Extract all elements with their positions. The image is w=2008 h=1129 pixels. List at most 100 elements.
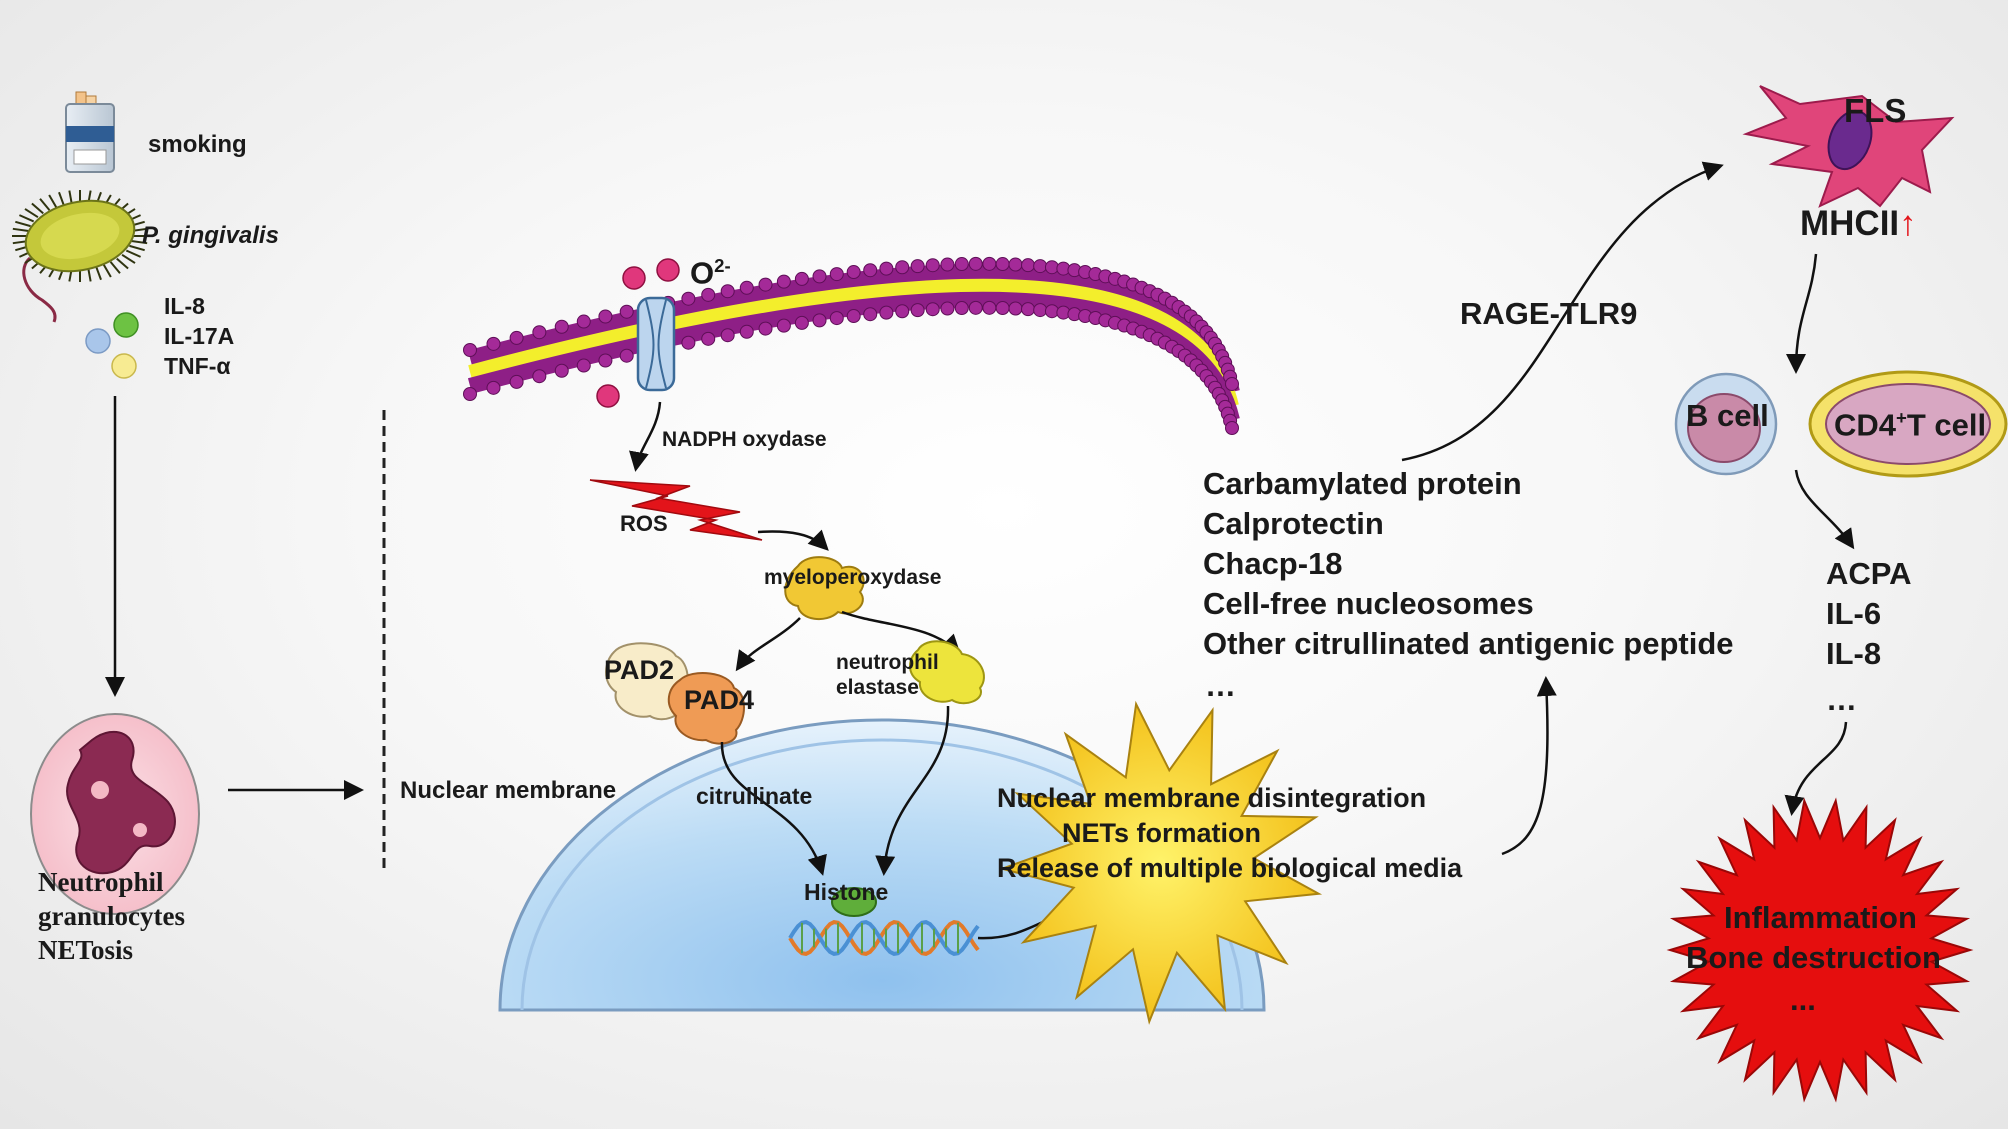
lipid-head — [619, 348, 634, 363]
lipid-head — [1008, 257, 1023, 272]
result-line3: ... — [1790, 982, 1816, 1017]
mediators-to-burst-arrow — [1784, 721, 1848, 816]
bacterium-hair — [58, 191, 65, 206]
lipid-head — [995, 301, 1010, 316]
bacterium-hair — [15, 220, 31, 228]
lipid-head — [895, 260, 910, 275]
lipid-head — [509, 330, 524, 345]
nadph-oxidase-label: NADPH oxydase — [662, 428, 827, 451]
myeloperoxidase-icon — [784, 556, 865, 621]
mhcii-text: MHCII — [1800, 204, 1900, 243]
lipid-head — [982, 256, 997, 271]
outcome-line3: Release of multiple biological media — [997, 853, 1463, 883]
antigen-item-5: Other citrullinated antigenic peptide — [1203, 626, 1734, 661]
lipid-head — [739, 280, 754, 295]
bacterium-hair — [121, 253, 136, 264]
outcome-to-antigens-arrow — [1501, 676, 1557, 856]
net-release-star-icon — [998, 700, 1323, 1025]
mhcii-label: MHCII↑ — [1800, 204, 1917, 243]
lipid-head — [554, 319, 569, 334]
ros-label: ROS — [620, 511, 668, 536]
up-arrow-icon: ↑ — [1899, 204, 1917, 243]
fls-label: FLS — [1844, 92, 1907, 129]
lipid-head — [1033, 259, 1048, 274]
lipid-head — [829, 311, 844, 326]
lipid-head — [1021, 302, 1036, 317]
lipid-head — [776, 274, 791, 289]
lipid-head — [701, 331, 716, 346]
lipid-head — [532, 325, 547, 340]
superoxide-charge: 2- — [714, 255, 731, 276]
ros-lightning-icon — [589, 479, 763, 541]
bacterium-hair — [95, 266, 102, 281]
bacterium-hair — [31, 202, 44, 215]
lipid-head — [954, 257, 969, 272]
lipid-head — [776, 318, 791, 333]
pathogen-label: P. gingivalis — [142, 222, 279, 249]
lipid-head — [1044, 304, 1059, 319]
antigen-item-6: … — [1205, 668, 1236, 703]
bacterium-hair — [125, 249, 141, 258]
bacterium-hair — [39, 198, 51, 211]
mediator-il8: IL-8 — [1826, 636, 1882, 671]
cd4-sup: + — [1896, 407, 1907, 428]
lipid-head — [910, 303, 925, 318]
lipid-head — [1033, 303, 1048, 318]
elastase-label-line1: neutrophil — [836, 651, 939, 674]
bacterium-hair — [48, 194, 58, 208]
lipid-head — [940, 301, 955, 316]
lipid-head — [739, 324, 754, 339]
antigen-item-4: Cell-free nucleosomes — [1203, 586, 1534, 621]
b-cell-label: B cell — [1686, 398, 1769, 433]
lipid-head — [486, 380, 501, 395]
cd4-t-cell-icon — [1808, 370, 2008, 478]
pad4-enzyme-icon — [667, 672, 745, 745]
lipid-head — [576, 314, 591, 329]
bacterium-hair — [19, 214, 35, 223]
lipid-head — [879, 305, 894, 320]
smoking-label: smoking — [148, 131, 247, 158]
lipid-head — [532, 369, 547, 384]
lipid-head — [598, 309, 613, 324]
cd4-prefix: CD4 — [1834, 407, 1897, 443]
lipid-head — [463, 387, 477, 401]
bacterium-hair — [116, 257, 129, 270]
cd4-suffix: T cell — [1906, 407, 1987, 443]
mediator-acpa: ACPA — [1826, 556, 1912, 591]
superoxide-molecules-icon — [596, 258, 680, 408]
pad2-label: PAD2 — [604, 655, 675, 685]
lipid-head — [554, 363, 569, 378]
nuclear-membrane-label: Nuclear membrane — [400, 777, 617, 804]
neutrophil-label-line2: granulocytes — [38, 901, 185, 931]
elastase-label-line2: elastase — [836, 676, 919, 699]
ros-to-mpo-arrow — [757, 529, 829, 551]
fls-cell-icon — [1742, 85, 1955, 208]
lipid-head — [863, 307, 878, 322]
lipid-head — [940, 257, 955, 272]
lipid-head — [701, 287, 716, 302]
lipid-head — [846, 265, 861, 280]
lipid-head — [829, 267, 844, 282]
bacterium-hair — [129, 244, 145, 252]
lipid-head — [794, 271, 809, 286]
cigarette-pack-icon — [65, 91, 115, 173]
elastase-to-histone-arrow — [875, 705, 950, 876]
lipid-head — [812, 269, 827, 284]
nadph-oxidase-channel-icon — [636, 296, 676, 392]
lipid-head — [619, 304, 634, 319]
dna-histone-icon — [788, 887, 980, 956]
b-cell-icon — [1674, 372, 1778, 476]
bacterium-hair — [109, 261, 121, 274]
lipid-head — [486, 336, 501, 351]
mediator-il6: IL-6 — [1826, 596, 1882, 631]
lipid-head — [879, 261, 894, 276]
bacterium-hair — [24, 208, 39, 219]
lipid-head — [598, 353, 613, 368]
cytokine-tnfa-label: TNF-α — [164, 353, 231, 379]
bacterium-hair — [131, 240, 148, 245]
lipid-head — [1044, 260, 1059, 275]
result-line1: Inflammation — [1724, 900, 1917, 935]
mpo-to-pad-arrow — [735, 617, 801, 672]
citrullinate-label: citrullinate — [696, 783, 813, 809]
